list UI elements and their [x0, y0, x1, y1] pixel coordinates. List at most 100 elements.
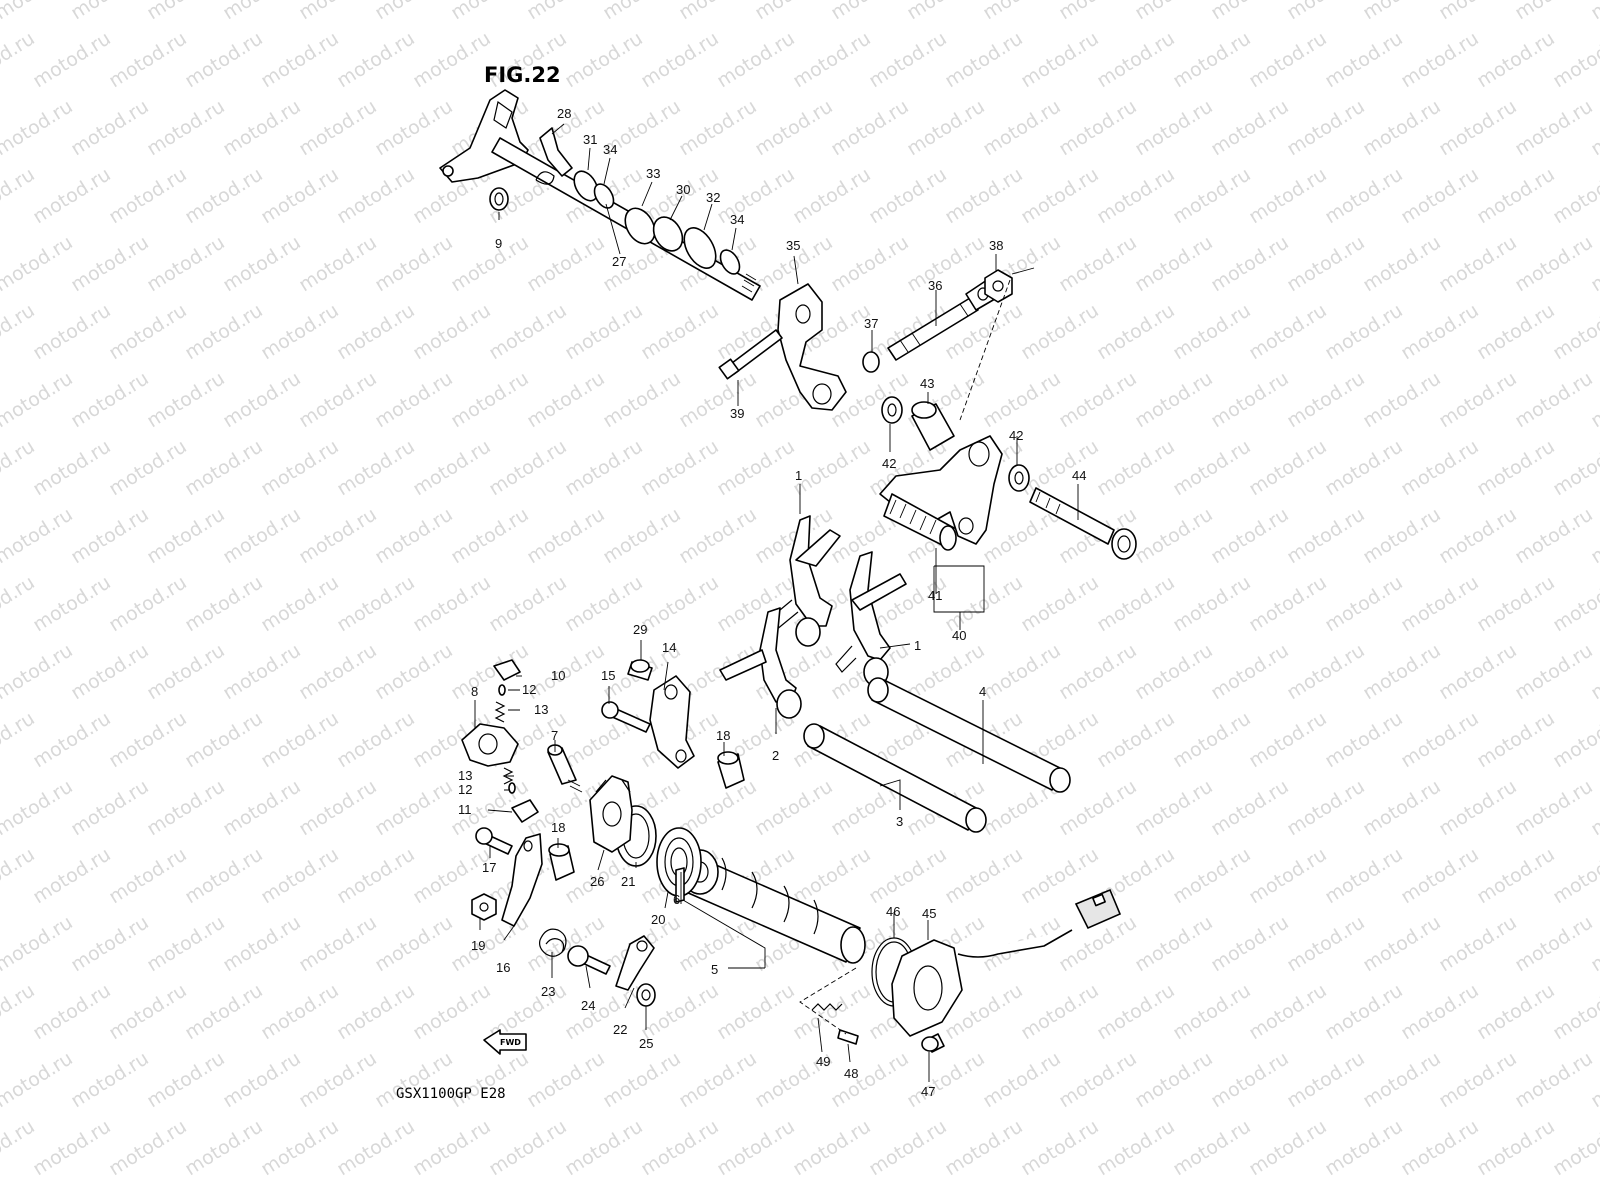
callout-42a: 42 — [882, 456, 896, 471]
watermark-text: motod.ru — [1549, 27, 1600, 92]
watermark-text: motod.ru — [1549, 707, 1600, 772]
watermark-text: motod.ru — [1131, 639, 1217, 704]
watermark-text: motod.ru — [181, 27, 267, 92]
callout-16: 16 — [496, 960, 510, 975]
spring-13b — [502, 767, 514, 785]
watermark-text: motod.ru — [979, 0, 1065, 24]
watermark-text: motod.ru — [789, 979, 875, 1044]
model-code: GSX1100GP E28 — [396, 1086, 506, 1102]
watermark-text: motod.ru — [675, 503, 761, 568]
watermark-text: motod.ru — [0, 1115, 39, 1180]
bolt-39 — [718, 329, 783, 380]
centerline-tie-rod — [959, 279, 1011, 421]
callout-3: 3 — [896, 814, 903, 829]
screw-15 — [601, 701, 651, 733]
watermark-text: motod.ru — [333, 27, 419, 92]
callout-10: 10 — [551, 668, 565, 683]
callout-35: 35 — [786, 238, 800, 253]
nut-38 — [984, 269, 1013, 303]
watermark-text: motod.ru — [29, 1115, 115, 1180]
watermark-text: motod.ru — [105, 571, 191, 636]
watermark-text: motod.ru — [257, 707, 343, 772]
watermark-text: motod.ru — [181, 571, 267, 636]
watermark-text: motod.ru — [257, 571, 343, 636]
watermark-text: motod.ru — [29, 707, 115, 772]
watermark-text: motod.ru — [1207, 367, 1293, 432]
watermark-text: motod.ru — [1245, 571, 1331, 636]
watermark-text: motod.ru — [1093, 707, 1179, 772]
watermark-text: motod.ru — [1131, 503, 1217, 568]
callout-18a: 18 — [716, 728, 730, 743]
watermark-text: motod.ru — [1435, 231, 1521, 296]
watermark-text: motod.ru — [1435, 0, 1521, 24]
watermark-text: motod.ru — [827, 95, 913, 160]
watermark-text: motod.ru — [561, 1115, 647, 1180]
watermark-text: motod.ru — [1017, 27, 1103, 92]
watermark-text: motod.ru — [0, 775, 77, 840]
watermark-text: motod.ru — [1169, 163, 1255, 228]
callout-46: 46 — [886, 904, 900, 919]
watermark-text: motod.ru — [67, 0, 153, 24]
watermark-text: motod.ru — [409, 1115, 495, 1180]
watermark-text: motod.ru — [333, 707, 419, 772]
watermark-text: motod.ru — [713, 979, 799, 1044]
watermark-text: motod.ru — [219, 775, 305, 840]
screw-47 — [921, 1033, 945, 1053]
watermark-text: motod.ru — [0, 231, 77, 296]
callout-13b: 13 — [458, 768, 472, 783]
callout-20: 20 — [651, 912, 665, 927]
watermark-text: motod.ru — [1511, 0, 1597, 24]
watermark-text: motod.ru — [29, 299, 115, 364]
watermark-text: motod.ru — [827, 1047, 913, 1112]
watermark-text: motod.ru — [257, 435, 343, 500]
callout-12b: 12 — [458, 782, 472, 797]
watermark-text: motod.ru — [1473, 1115, 1559, 1180]
bolt-44 — [1029, 487, 1137, 560]
watermark-text: motod.ru — [903, 1047, 989, 1112]
watermark-text: motod.ru — [1473, 843, 1559, 908]
callout-41: 41 — [928, 588, 942, 603]
watermark-text: motod.ru — [219, 367, 305, 432]
watermark-text: motod.ru — [0, 571, 39, 636]
watermark-text: motod.ru — [257, 843, 343, 908]
watermark-text: motod.ru — [1169, 707, 1255, 772]
watermark-text: motod.ru — [1359, 367, 1445, 432]
watermark-text: motod.ru — [485, 571, 571, 636]
watermark-text: motod.ru — [1549, 1115, 1600, 1180]
watermark-text: motod.ru — [1283, 95, 1369, 160]
watermark-text: motod.ru — [295, 639, 381, 704]
watermark-text: motod.ru — [1131, 1047, 1217, 1112]
watermark-text: motod.ru — [1473, 163, 1559, 228]
watermark-text: motod.ru — [865, 27, 951, 92]
watermark-text: motod.ru — [1093, 571, 1179, 636]
watermark-text: motod.ru — [1245, 299, 1331, 364]
watermark-text: motod.ru — [1017, 979, 1103, 1044]
watermark-text: motod.ru — [29, 979, 115, 1044]
watermark-text: motod.ru — [105, 163, 191, 228]
watermark-text: motod.ru — [1245, 27, 1331, 92]
watermark-text: motod.ru — [1397, 1115, 1483, 1180]
watermark-text: motod.ru — [67, 95, 153, 160]
watermark-text: motod.ru — [1435, 367, 1521, 432]
watermark-text: motod.ru — [1511, 775, 1597, 840]
watermark-text: motod.ru — [1435, 95, 1521, 160]
callout-2: 2 — [772, 748, 779, 763]
watermark-text: motod.ru — [1207, 775, 1293, 840]
watermark-text: motod.ru — [371, 639, 457, 704]
watermark-text: motod.ru — [0, 435, 39, 500]
watermark-text: motod.ru — [219, 639, 305, 704]
watermark-text: motod.ru — [181, 843, 267, 908]
watermark-text: motod.ru — [1321, 27, 1407, 92]
nut-19 — [471, 893, 497, 921]
watermark-text: motod.ru — [1397, 571, 1483, 636]
watermark-text: motod.ru — [979, 95, 1065, 160]
callout-24: 24 — [581, 998, 595, 1013]
watermark-text: motod.ru — [143, 639, 229, 704]
watermark-text: motod.ru — [1093, 1115, 1179, 1180]
watermark-text: motod.ru — [1359, 503, 1445, 568]
watermark-text: motod.ru — [295, 0, 381, 24]
washer-42b — [1008, 464, 1030, 492]
footpeg-41 — [883, 493, 957, 551]
watermark-text: motod.ru — [409, 299, 495, 364]
callout-44: 44 — [1072, 468, 1086, 483]
